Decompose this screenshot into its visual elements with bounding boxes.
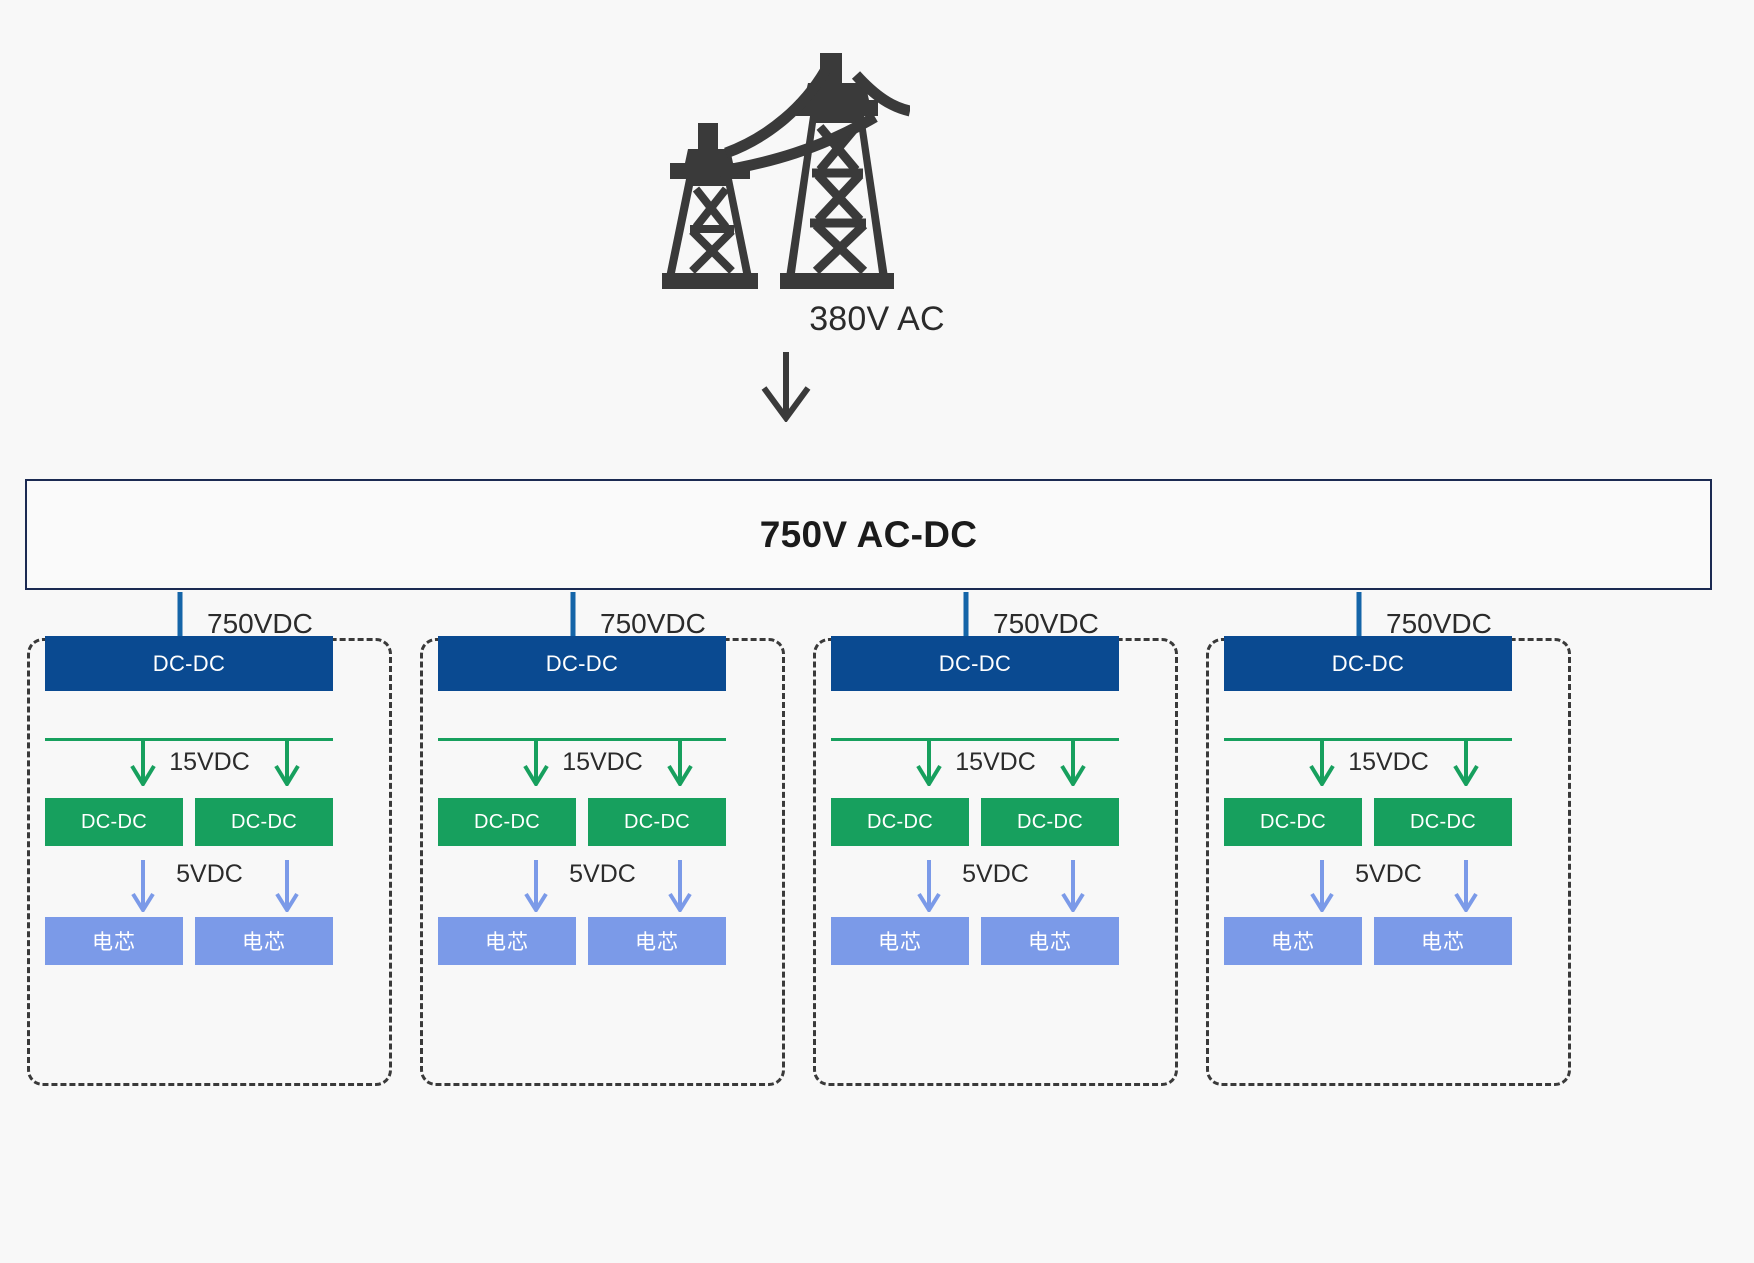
mid-voltage-bus [1224, 738, 1512, 741]
rack-enclosure [420, 638, 785, 1086]
battery-cell-box[interactable]: 电芯 [45, 917, 183, 965]
battery-rack-group-2: 750VDC DC-DC 15VDC DC-DC DC-DC [420, 592, 785, 1087]
secondary-dcdc-module[interactable]: DC-DC [1374, 798, 1512, 846]
battery-cell-box[interactable]: 电芯 [195, 917, 333, 965]
secondary-dcdc-module[interactable]: DC-DC [588, 798, 726, 846]
rack-enclosure [1206, 638, 1571, 1086]
mid-rail-arrow-icon [1060, 738, 1086, 788]
rail-voltage-label: 750VDC [993, 608, 1099, 639]
secondary-dcdc-module[interactable]: DC-DC [438, 798, 576, 846]
low-rail-arrow-icon [275, 860, 299, 914]
mid-rail-arrow-icon [916, 738, 942, 788]
battery-cell-box[interactable]: 电芯 [588, 917, 726, 965]
mid-rail-arrow-icon [523, 738, 549, 788]
secondary-dcdc-module[interactable]: DC-DC [981, 798, 1119, 846]
low-rail-arrow-icon [917, 860, 941, 914]
primary-dcdc-module[interactable]: DC-DC [438, 636, 726, 691]
source-feed-arrow-icon [756, 352, 816, 424]
battery-cell-box[interactable]: 电芯 [1224, 917, 1362, 965]
rail-voltage-label: 750VDC [1386, 608, 1492, 639]
low-rail-arrow-icon [1310, 860, 1334, 914]
primary-dcdc-module[interactable]: DC-DC [831, 636, 1119, 691]
battery-cell-box[interactable]: 电芯 [831, 917, 969, 965]
acdc-converter-label: 750V AC-DC [759, 513, 978, 555]
secondary-dcdc-module[interactable]: DC-DC [45, 798, 183, 846]
low-rail-arrow-icon [1061, 860, 1085, 914]
battery-cell-box[interactable]: 电芯 [981, 917, 1119, 965]
mid-rail-arrow-icon [1453, 738, 1479, 788]
rail-voltage-label: 750VDC [207, 608, 313, 639]
low-rail-arrow-icon [131, 860, 155, 914]
battery-cell-box[interactable]: 电芯 [438, 917, 576, 965]
mid-voltage-bus [831, 738, 1119, 741]
secondary-dcdc-module[interactable]: DC-DC [831, 798, 969, 846]
source-voltage-label: 380V AC [809, 300, 945, 338]
secondary-dcdc-module[interactable]: DC-DC [195, 798, 333, 846]
acdc-converter-bar: 750V AC-DC [25, 479, 1712, 590]
battery-rack-group-4: 750VDC DC-DC 15VDC DC-DC DC-DC [1206, 592, 1571, 1087]
mid-rail-arrow-icon [1309, 738, 1335, 788]
mid-rail-arrow-icon [274, 738, 300, 788]
secondary-dcdc-module[interactable]: DC-DC [1224, 798, 1362, 846]
low-rail-arrow-icon [524, 860, 548, 914]
low-rail-arrow-icon [1454, 860, 1478, 914]
mid-rail-arrow-icon [130, 738, 156, 788]
mid-voltage-bus [438, 738, 726, 741]
rack-enclosure [27, 638, 392, 1086]
primary-dcdc-module[interactable]: DC-DC [1224, 636, 1512, 691]
mid-rail-arrow-icon [667, 738, 693, 788]
primary-dcdc-module[interactable]: DC-DC [45, 636, 333, 691]
battery-rack-group-3: 750VDC DC-DC 15VDC DC-DC DC-DC [813, 592, 1178, 1087]
battery-rack-group-1: 750VDC DC-DC 15VDC DC-DC DC-DC [27, 592, 392, 1087]
rack-enclosure [813, 638, 1178, 1086]
battery-cell-box[interactable]: 电芯 [1374, 917, 1512, 965]
low-rail-arrow-icon [668, 860, 692, 914]
transmission-tower-icon [660, 45, 912, 290]
rail-voltage-label: 750VDC [600, 608, 706, 639]
mid-voltage-bus [45, 738, 333, 741]
